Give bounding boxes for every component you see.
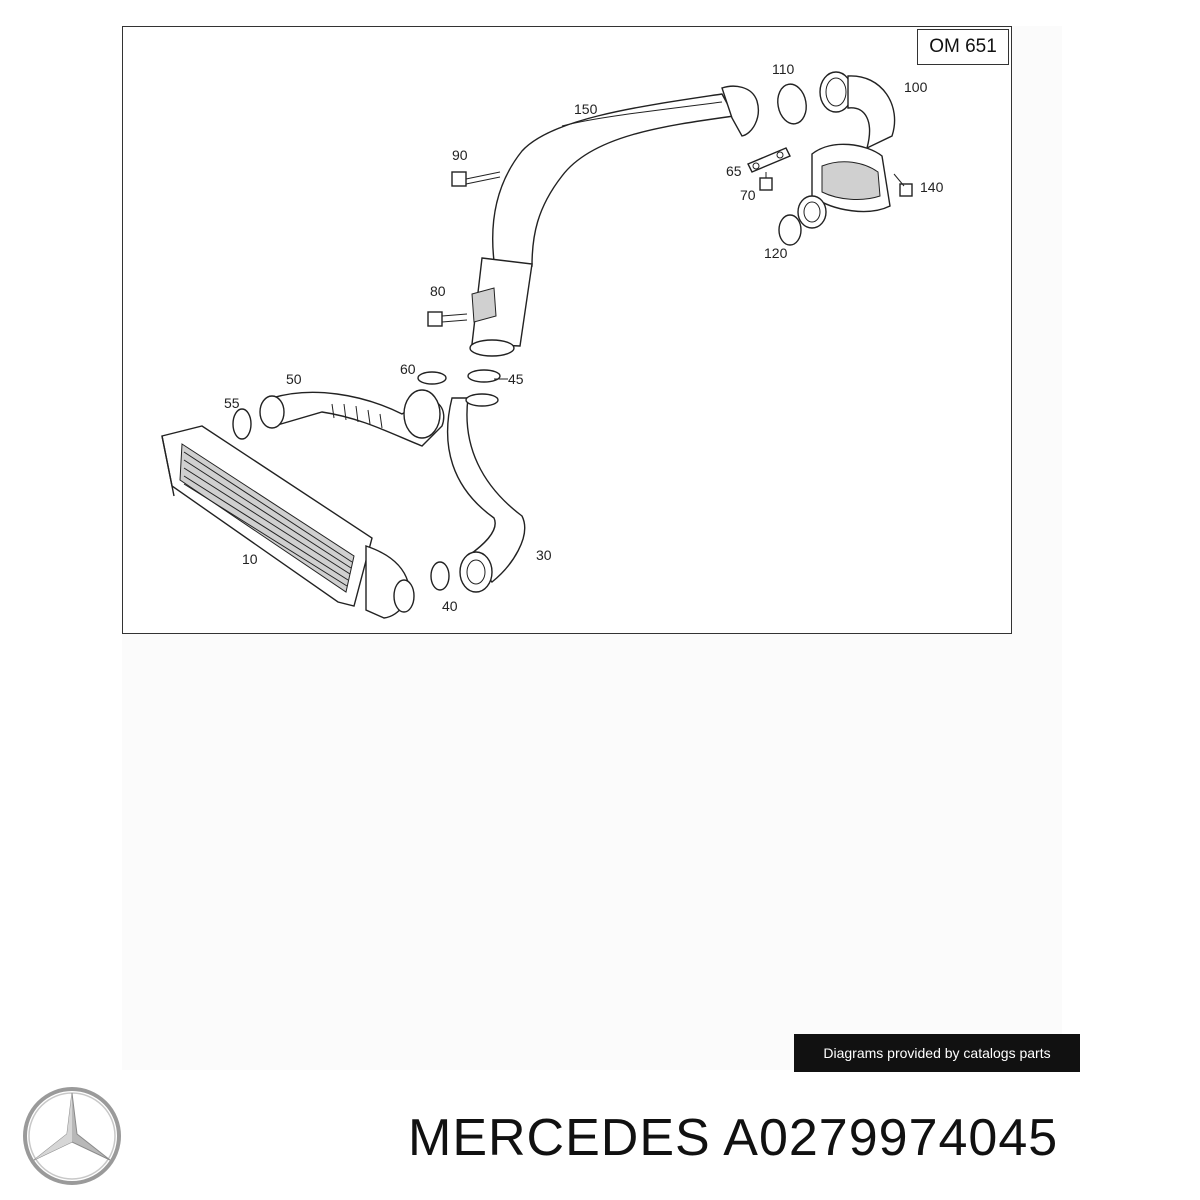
bolt-140 <box>893 173 913 197</box>
callout-90: 90 <box>452 147 468 163</box>
engine-code-box: OM 651 <box>917 29 1009 65</box>
ring-40 <box>430 561 450 591</box>
callout-55: 55 <box>224 395 240 411</box>
callout-45: 45 <box>508 371 524 387</box>
callout-80: 80 <box>430 283 446 299</box>
pipe-30 <box>446 393 526 593</box>
callout-120: 120 <box>764 245 788 261</box>
part-title: MERCEDES A0279974045 <box>408 1109 1059 1167</box>
callout-50: 50 <box>286 371 302 387</box>
callout-labels: 10 30 40 45 50 55 60 65 70 80 90 100 110… <box>224 61 944 614</box>
credit-text: Diagrams provided by catalogs parts <box>823 1045 1051 1061</box>
credit-badge: Diagrams provided by catalogs parts <box>794 1034 1080 1072</box>
elbow-100 <box>797 71 896 229</box>
ring-45 <box>467 369 501 383</box>
bolt-70 <box>759 172 773 191</box>
callout-140: 140 <box>920 179 944 195</box>
callout-100: 100 <box>904 79 928 95</box>
bolt-90 <box>451 171 501 187</box>
callout-30: 30 <box>536 547 552 563</box>
bolt-80 <box>427 311 468 327</box>
ring-120 <box>778 214 802 246</box>
callout-65: 65 <box>726 163 742 179</box>
callout-60: 60 <box>400 361 416 377</box>
gasket-65 <box>747 147 791 173</box>
hose-50 <box>259 389 445 447</box>
ring-55 <box>232 408 252 440</box>
pipe-150 <box>469 85 759 357</box>
ring-60 <box>417 371 447 385</box>
callout-70: 70 <box>740 187 756 203</box>
callout-150: 150 <box>574 101 598 117</box>
mercedes-star-icon <box>23 1087 121 1185</box>
engine-code: OM 651 <box>929 36 997 57</box>
callout-10: 10 <box>242 551 258 567</box>
parts-diagram: 10 30 40 45 50 55 60 65 70 80 90 100 110… <box>161 61 944 619</box>
ring-110 <box>777 83 807 125</box>
intercooler-10 <box>161 425 415 619</box>
callout-40: 40 <box>442 598 458 614</box>
callout-110: 110 <box>772 61 795 77</box>
